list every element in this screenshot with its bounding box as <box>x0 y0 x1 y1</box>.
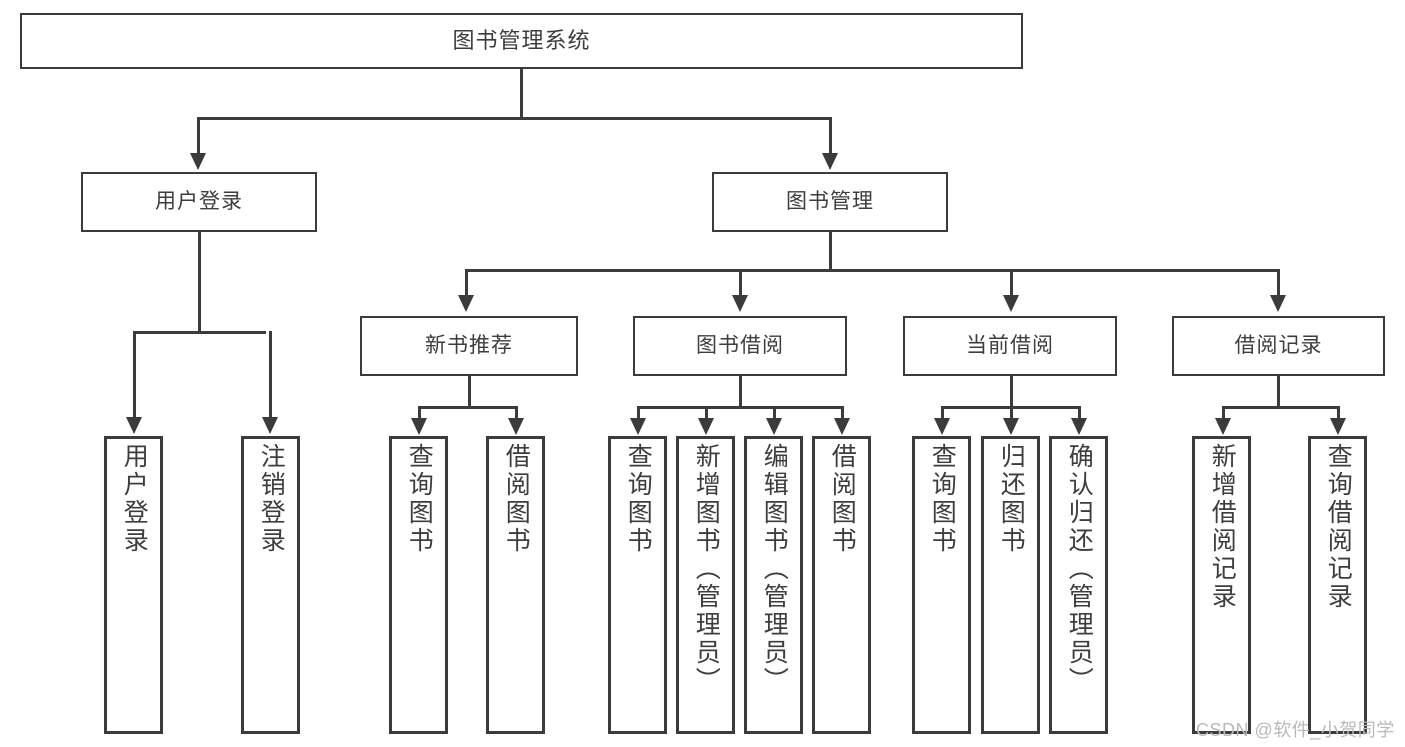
connector-userlogin-stem <box>198 232 201 333</box>
node-label: 借阅图书 <box>828 443 857 555</box>
node-new-book-recommend[interactable]: 新书推荐 <box>360 316 578 376</box>
connector-bookborrow-bus <box>637 406 843 409</box>
connector-borrowrecord-bus <box>1222 406 1339 409</box>
node-label: 图书管理系统 <box>452 28 591 54</box>
arrow-icon <box>411 418 427 435</box>
node-label: 注销登录 <box>257 443 286 555</box>
connector-root-bus <box>197 117 832 120</box>
connector-borrowrecord-drop-2 <box>1337 406 1340 420</box>
connector-currentborrow-drop-1 <box>941 406 944 420</box>
connector-bookborrow-drop-3 <box>773 406 776 420</box>
node-label: 当前借阅 <box>966 333 1054 357</box>
connector-newbook-bus <box>418 406 518 409</box>
node-borrow-record[interactable]: 借阅记录 <box>1172 316 1385 376</box>
leaf-query-book-current[interactable]: 查询图书 <box>912 436 971 734</box>
leaf-add-book-admin[interactable]: 新增图书（管理员） <box>676 436 735 734</box>
arrow-icon <box>630 418 646 435</box>
connector-root-stem <box>520 69 523 119</box>
node-label: 图书借阅 <box>696 333 784 357</box>
arrow-icon <box>732 295 748 312</box>
node-label: 新书推荐 <box>425 333 513 357</box>
leaf-query-book-borrow[interactable]: 查询图书 <box>608 436 667 734</box>
connector-bookborrow-drop-2 <box>705 406 708 420</box>
connector-borrowrecord-drop-1 <box>1222 406 1225 420</box>
arrow-icon <box>508 418 524 435</box>
leaf-logout[interactable]: 注销登录 <box>241 436 300 734</box>
connector-bookmgmt-stem <box>829 232 832 272</box>
node-label: 编辑图书（管理员） <box>760 443 789 695</box>
connector-userlogin-drop-2 <box>269 331 272 419</box>
node-label: 借阅记录 <box>1234 333 1323 357</box>
node-root-system[interactable]: 图书管理系统 <box>20 13 1023 69</box>
connector-bookmgmt-drop-2 <box>739 269 742 297</box>
node-label: 查询图书 <box>405 443 434 555</box>
arrow-icon <box>766 418 782 435</box>
leaf-edit-book-admin[interactable]: 编辑图书（管理员） <box>744 436 803 734</box>
connector-newbook-stem <box>468 376 471 408</box>
node-label: 用户登录 <box>120 443 149 555</box>
connector-root-drop-2 <box>829 117 832 155</box>
node-label: 用户登录 <box>155 189 243 213</box>
arrow-icon <box>1003 295 1019 312</box>
leaf-return-book[interactable]: 归还图书 <box>981 436 1040 734</box>
node-label: 借阅图书 <box>502 443 531 555</box>
connector-currentborrow-drop-3 <box>1078 406 1081 420</box>
node-label: 查询图书 <box>624 443 653 555</box>
leaf-query-book-recommend[interactable]: 查询图书 <box>389 436 448 734</box>
arrow-icon <box>822 153 838 170</box>
connector-bookborrow-drop-4 <box>841 406 844 420</box>
node-label: 图书管理 <box>786 189 874 213</box>
node-label: 确认归还（管理员） <box>1065 443 1094 695</box>
connector-currentborrow-stem <box>1010 376 1013 408</box>
arrow-icon <box>1071 418 1087 435</box>
connector-newbook-drop-1 <box>418 406 421 420</box>
arrow-icon <box>126 417 142 434</box>
leaf-borrow-book-recommend[interactable]: 借阅图书 <box>486 436 545 734</box>
node-label: 新增图书（管理员） <box>692 443 721 695</box>
node-book-borrow[interactable]: 图书借阅 <box>633 316 847 376</box>
arrow-icon <box>190 153 206 170</box>
leaf-borrow-book[interactable]: 借阅图书 <box>812 436 871 734</box>
node-label: 新增借阅记录 <box>1208 443 1237 611</box>
arrow-icon <box>934 418 950 435</box>
arrow-icon <box>1003 418 1019 435</box>
arrow-icon <box>1330 418 1346 435</box>
connector-bookmgmt-drop-1 <box>465 269 468 297</box>
connector-currentborrow-drop-2 <box>1010 406 1013 420</box>
arrow-icon <box>1270 295 1286 312</box>
arrow-icon <box>698 418 714 435</box>
connector-bookmgmt-drop-3 <box>1010 269 1013 297</box>
leaf-confirm-return-admin[interactable]: 确认归还（管理员） <box>1049 436 1108 734</box>
connector-bookmgmt-drop-4 <box>1277 269 1280 297</box>
connector-root-drop-1 <box>197 117 200 155</box>
watermark-text: CSDN @软件_小贺同学 <box>1196 720 1395 740</box>
arrow-icon <box>834 418 850 435</box>
arrow-icon <box>458 295 474 312</box>
connector-bookborrow-stem <box>739 376 742 408</box>
leaf-user-login[interactable]: 用户登录 <box>104 436 163 734</box>
leaf-query-borrow-record[interactable]: 查询借阅记录 <box>1308 436 1367 734</box>
node-book-management[interactable]: 图书管理 <box>712 172 948 232</box>
node-user-login[interactable]: 用户登录 <box>81 172 317 232</box>
connector-userlogin-drop-1 <box>133 331 136 419</box>
leaf-add-borrow-record[interactable]: 新增借阅记录 <box>1192 436 1251 734</box>
connector-bookmgmt-bus <box>465 269 1279 272</box>
connector-bookborrow-drop-1 <box>637 406 640 420</box>
node-label: 查询图书 <box>928 443 957 555</box>
connector-userlogin-bus <box>133 331 266 334</box>
node-label: 归还图书 <box>997 443 1026 555</box>
node-current-borrow[interactable]: 当前借阅 <box>903 316 1117 376</box>
connector-newbook-drop-2 <box>515 406 518 420</box>
connector-borrowrecord-stem <box>1277 376 1280 408</box>
arrow-icon <box>1215 418 1231 435</box>
arrow-icon <box>262 417 278 434</box>
node-label: 查询借阅记录 <box>1324 443 1353 611</box>
